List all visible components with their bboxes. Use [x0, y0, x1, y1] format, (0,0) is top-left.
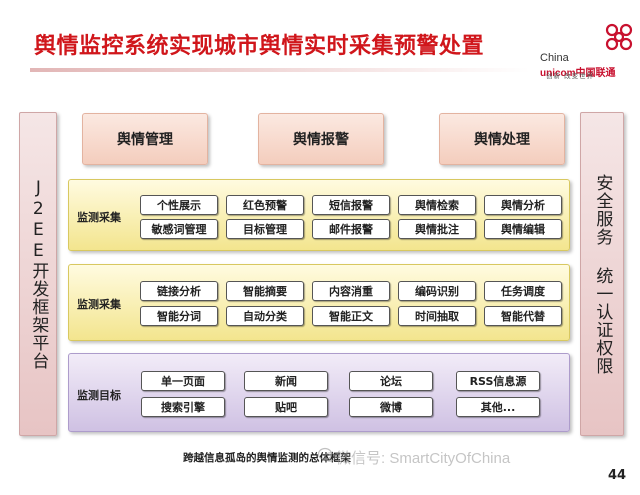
module-chip: 短信报警 [312, 195, 390, 215]
panel-monitor-targets: 监测目标 单一页面 新闻 论坛 RSS信息源 搜索引擎 贴吧 微博 其他... [68, 353, 570, 432]
page-number: 44 [608, 468, 627, 483]
module-chip: 邮件报警 [312, 219, 390, 239]
module-chip: 编码识别 [398, 281, 476, 301]
target-chip: 搜索引擎 [141, 397, 225, 417]
target-chip: 单一页面 [141, 371, 225, 391]
module-chip: 任务调度 [484, 281, 562, 301]
top-box-handling: 舆情处理 [439, 113, 565, 165]
left-sidebar-framework: J2EE开发框架平台 [19, 112, 57, 436]
target-chip: 贴吧 [244, 397, 328, 417]
module-chip: 智能正文 [312, 306, 390, 326]
top-box-alarm: 舆情报警 [258, 113, 384, 165]
panel-label: 监测采集 [77, 298, 121, 311]
right-sidebar-label: 安全服务 统一认证权限 [592, 173, 613, 375]
wechat-icon [318, 447, 336, 462]
left-sidebar-label: J2EE开发框架平台 [28, 178, 49, 370]
module-chip: 红色预警 [226, 195, 304, 215]
diagram-caption: 跨越信息孤岛的舆情监测的总体框架 [183, 452, 351, 464]
title-divider [30, 68, 530, 72]
module-chip: 智能摘要 [226, 281, 304, 301]
target-chip: 论坛 [349, 371, 433, 391]
module-chip: 时间抽取 [398, 306, 476, 326]
module-chip: 舆情分析 [484, 195, 562, 215]
panel-monitor-collect-2: 监测采集 链接分析 智能摘要 内容消重 编码识别 任务调度 智能分词 自动分类 … [68, 264, 570, 341]
module-chip: 智能分词 [140, 306, 218, 326]
target-chip: 新闻 [244, 371, 328, 391]
module-chip: 智能代替 [484, 306, 562, 326]
module-chip: 内容消重 [312, 281, 390, 301]
wechat-watermark: 微信号: SmartCityOfChina [336, 450, 511, 467]
page-title: 舆情监控系统实现城市舆情实时采集预警处置 [34, 34, 485, 59]
right-sidebar-security: 安全服务 统一认证权限 [580, 112, 624, 436]
module-chip: 舆情批注 [398, 219, 476, 239]
panel-label: 监测目标 [77, 389, 121, 402]
module-chip: 舆情检索 [398, 195, 476, 215]
unicom-knot-icon [605, 23, 633, 51]
target-chip: 其他... [456, 397, 540, 417]
panel-label: 监测采集 [77, 211, 121, 224]
module-chip: 敏感词管理 [140, 219, 218, 239]
module-chip: 舆情编辑 [484, 219, 562, 239]
module-chip: 自动分类 [226, 306, 304, 326]
logo-brand-line1: China [540, 52, 569, 64]
target-chip: RSS信息源 [456, 371, 540, 391]
logo-slogan: 创新·改变世界 [546, 72, 595, 80]
module-chip: 目标管理 [226, 219, 304, 239]
target-chip: 微博 [349, 397, 433, 417]
china-unicom-logo: China unicom中国联通 创新·改变世界 [540, 22, 636, 92]
logo-brand-line2: unicom中国联通 [540, 68, 616, 79]
panel-monitor-collect-1: 监测采集 个性展示 红色预警 短信报警 舆情检索 舆情分析 敏感词管理 目标管理… [68, 179, 570, 251]
module-chip: 个性展示 [140, 195, 218, 215]
top-box-management: 舆情管理 [82, 113, 208, 165]
module-chip: 链接分析 [140, 281, 218, 301]
